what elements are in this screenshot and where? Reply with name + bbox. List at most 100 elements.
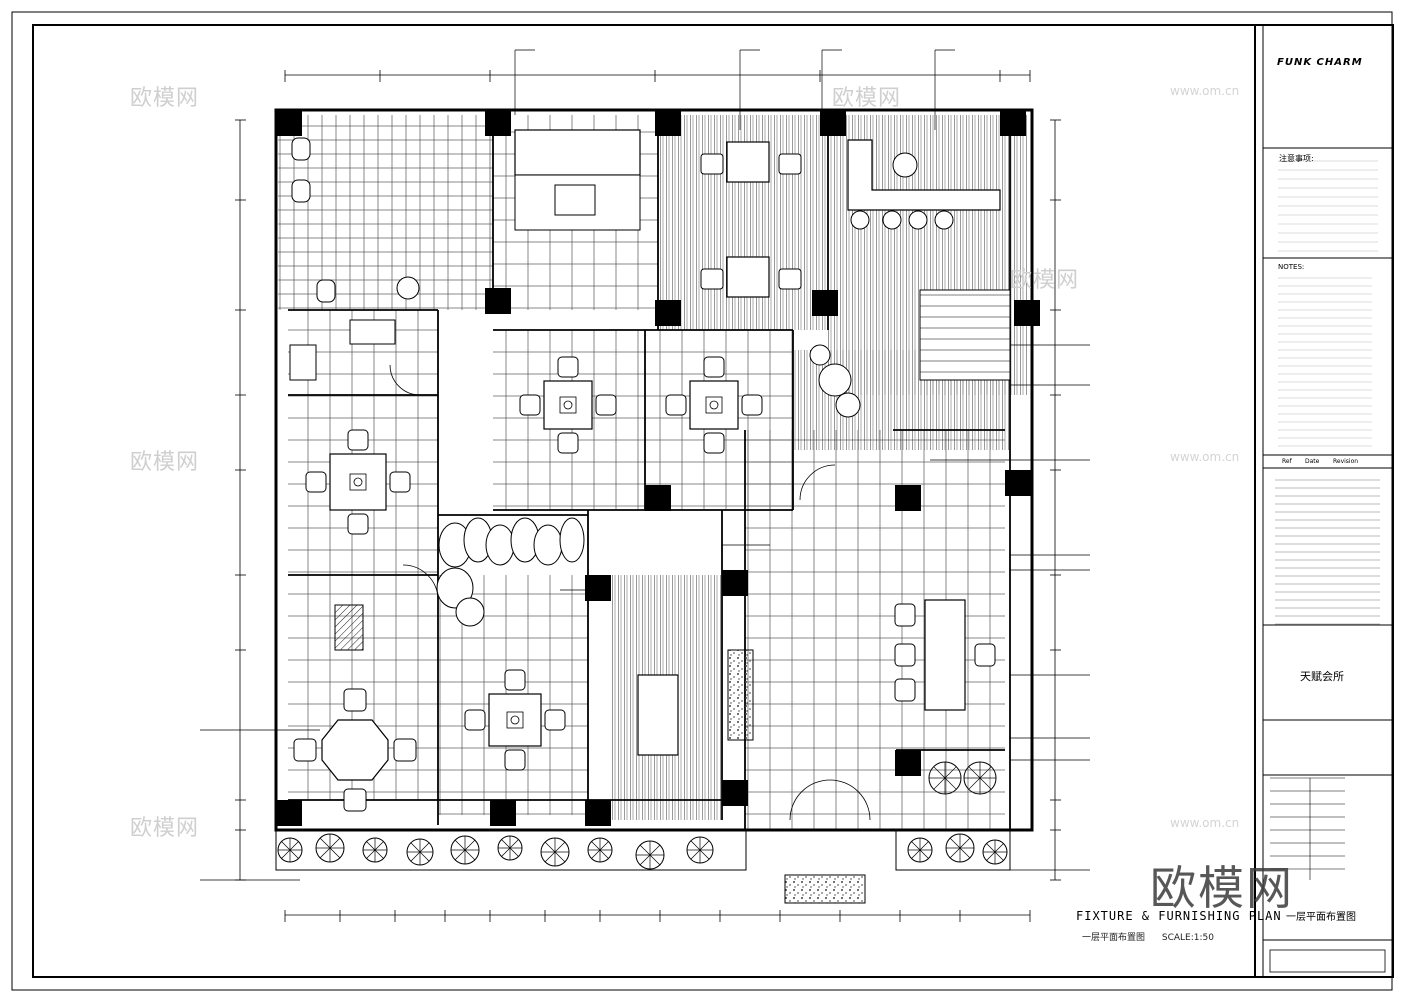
plant-leaf [509, 847, 519, 857]
plant-leaf [944, 777, 957, 790]
plant-leaf [649, 844, 661, 856]
inner-border [32, 24, 1394, 978]
plant-leaf [289, 841, 299, 851]
plant-leaf [599, 841, 609, 851]
bar-stool [882, 210, 902, 230]
column [722, 780, 748, 806]
watermark-url: www.om.cn [1170, 450, 1240, 464]
plant-leaf [986, 843, 996, 853]
dining-table [488, 693, 542, 747]
column [895, 750, 921, 776]
plant-leaf [591, 841, 601, 851]
plant-leaf [464, 839, 476, 851]
chair [347, 513, 369, 535]
chair [347, 429, 369, 451]
plant-leaf [281, 849, 291, 859]
watermark-url: www.om.cn [1170, 816, 1240, 830]
table-center [559, 396, 577, 414]
plant-leaf [911, 849, 921, 859]
plant-leaf [994, 851, 1004, 861]
plant-leaf [366, 849, 376, 859]
chair [305, 471, 327, 493]
walls [274, 108, 1040, 832]
column [812, 290, 838, 316]
plant-leaf [410, 851, 421, 862]
stepping-stone [485, 524, 515, 566]
chair [544, 709, 566, 731]
plant-leaf [699, 840, 710, 851]
door-swing [402, 564, 439, 601]
chair [343, 688, 367, 712]
plant-leaf [319, 847, 331, 859]
drawing-frame [11, 11, 1394, 991]
bar-counter [847, 139, 1001, 211]
planter-bed [895, 829, 1011, 871]
column [820, 110, 846, 136]
plant-leaf [959, 837, 971, 849]
plant-leaf [933, 777, 946, 790]
table-centerpiece [709, 400, 719, 410]
plant-leaf [919, 849, 929, 859]
table-center [506, 711, 524, 729]
column [585, 575, 611, 601]
plant-leaf [501, 847, 511, 857]
octagon-table [321, 719, 389, 781]
plant-leaf [464, 849, 476, 861]
square-table [726, 256, 770, 298]
plant-leaf [959, 847, 971, 859]
plant-leaf [599, 849, 609, 859]
display-panel [334, 604, 364, 651]
plant-leaf [944, 766, 957, 779]
toilet [291, 179, 311, 203]
floor-zone [493, 330, 793, 510]
door-swing [389, 364, 421, 396]
gravel-bed [784, 874, 866, 904]
floor-zone [278, 115, 493, 310]
plants [275, 761, 1011, 871]
watermark-brand: 欧模网 [130, 86, 200, 111]
plan-title: FIXTURE & FURNISHING PLAN [1076, 909, 1282, 923]
plant-leaf [281, 841, 291, 851]
title-block [1254, 25, 1393, 977]
plant-leaf [329, 847, 341, 859]
square-table [726, 141, 770, 183]
chair [778, 153, 802, 175]
chair [665, 394, 687, 416]
drawing-name: 一层平面布置图 [1286, 912, 1356, 923]
washbasin [396, 276, 420, 300]
round-table [809, 344, 831, 366]
chair [894, 678, 916, 702]
table-center [705, 396, 723, 414]
plant-leaf [509, 839, 519, 849]
plant-leaf [949, 837, 961, 849]
chair [595, 394, 617, 416]
company-logo: FUNK CHARM [1277, 57, 1363, 68]
plant-leaf [454, 849, 466, 861]
chair [700, 268, 724, 290]
column [585, 800, 611, 826]
sofa [514, 129, 641, 176]
plant-leaf [933, 766, 946, 779]
plant-leaf [649, 854, 661, 866]
dimension-lines [235, 70, 1061, 922]
plan-scale: SCALE:1:50 [1161, 933, 1214, 943]
chair [741, 394, 763, 416]
chair [703, 356, 725, 378]
plant-leaf [319, 837, 331, 849]
plant-leaf [591, 849, 601, 859]
plant-leaf [374, 849, 384, 859]
plant-leaf [968, 766, 981, 779]
column [490, 800, 516, 826]
chair [557, 432, 579, 454]
plant-leaf [544, 851, 556, 863]
plant-leaf [994, 843, 1004, 853]
door-swing [799, 464, 836, 501]
dining-table [689, 380, 739, 430]
stair [919, 289, 1011, 381]
column [645, 485, 671, 511]
plant-leaf [911, 841, 921, 851]
stepping-stone [455, 597, 485, 627]
chair [504, 669, 526, 691]
reception-desk [924, 599, 966, 711]
